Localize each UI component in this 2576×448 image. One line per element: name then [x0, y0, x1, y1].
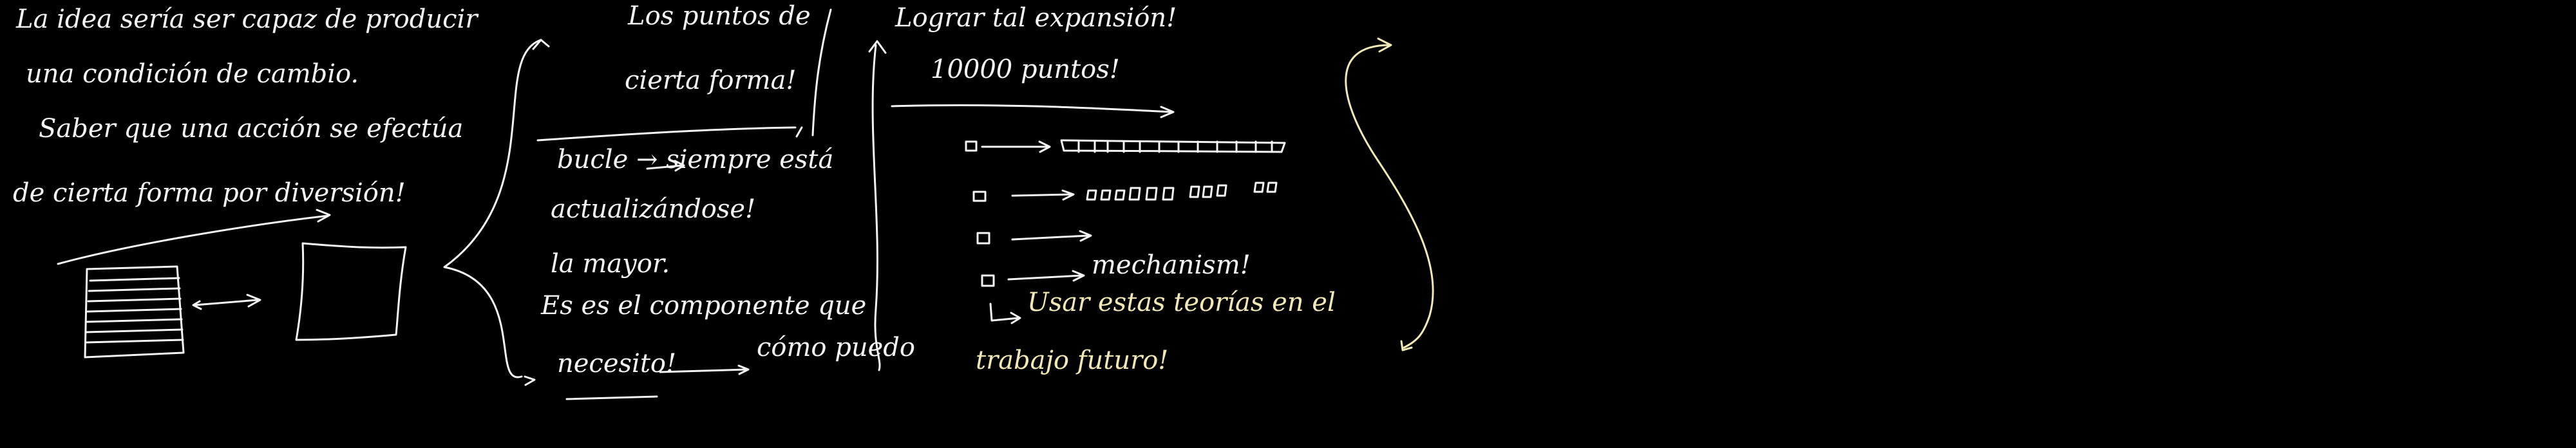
note-list-mechanism: mechanism!	[1092, 250, 1251, 280]
note-footer-line-2: trabajo futuro!	[976, 346, 1169, 375]
note-right-line-1: Lograr tal expansión!	[895, 3, 1177, 33]
note-mid-line-5: necesito!	[557, 349, 677, 378]
note-left-line-4: de cierta forma por diversión!	[13, 178, 406, 208]
underline-arrow-right	[891, 104, 1173, 113]
list-diagram	[965, 139, 1286, 324]
arrow-bucle	[646, 164, 684, 170]
note-mid-line-6: cómo puedo	[757, 333, 915, 362]
note-left-line-1: La idea sería ser capaz de producir	[16, 5, 478, 34]
note-mid-line-4: Es es el componente que	[541, 291, 867, 321]
arrow-block-to-square	[193, 299, 259, 306]
arrow-necesito	[659, 368, 748, 373]
note-mid-line-3: la mayor.	[551, 249, 670, 279]
note-mid-line-1: bucle → siempre está	[557, 145, 834, 174]
note-right-line-2: 10000 puntos!	[931, 55, 1120, 84]
brace-right	[871, 44, 881, 371]
note-left-line-3: Saber que una acción se efectúa	[39, 114, 464, 144]
note-footer-line-1: Usar estas teorías en el	[1027, 288, 1336, 317]
brace-left	[443, 39, 542, 378]
note-mid-top-line-1: Los puntos de	[628, 1, 811, 31]
note-mid-line-2: actualizándose!	[551, 194, 756, 224]
underline-arrow-left	[57, 214, 330, 265]
note-mid-top-line-2: cierta forma!	[625, 66, 797, 95]
note-left-line-2: una condición de cambio.	[26, 59, 359, 89]
vertical-bar-1	[811, 8, 832, 136]
striped-block-drawing	[84, 265, 185, 359]
divider-line	[536, 126, 797, 142]
square-drawing	[295, 242, 407, 341]
yellow-bracket	[1345, 44, 1434, 349]
